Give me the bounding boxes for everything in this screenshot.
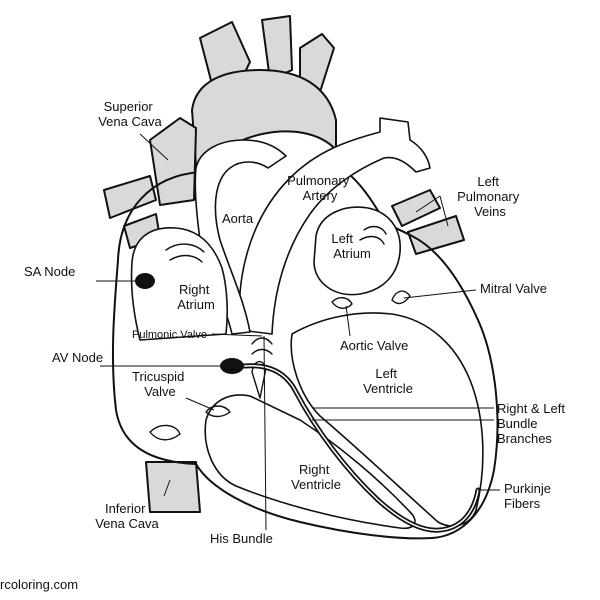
label-aortic-valve: Aortic Valve (340, 338, 408, 353)
superior-vena-cava-vessel (149, 117, 197, 206)
label-superior-vena-cava: Superior Vena Cava (98, 99, 162, 129)
label-left-atrium: Left Atrium (331, 231, 370, 261)
left-pulmonary-veins-vessel (391, 189, 441, 227)
left-ventricle-chamber (290, 312, 484, 527)
label-pulmonic-valve: Pulmonic Valve (132, 329, 207, 341)
label-left-pulmonary-veins: Left Pulmonary Veins (457, 174, 523, 219)
label-right-atrium: Right Atrium (177, 282, 215, 312)
label-av-node: AV Node (52, 350, 103, 365)
label-right-ventricle: Right Ventricle (291, 462, 341, 492)
label-pulmonary-artery: Pulmonary Artery (287, 173, 353, 203)
leader-lines (96, 133, 500, 531)
left-pulmonary-veins-vessel-lower (407, 215, 465, 255)
label-mitral-valve: Mitral Valve (480, 281, 547, 296)
left-atrium-chamber (313, 206, 401, 296)
label-purkinje-fibers: Purkinje Fibers (504, 481, 555, 511)
right-atrium-chamber (130, 227, 228, 341)
label-tricuspid-valve: Tricuspid Valve (132, 369, 188, 399)
inferior-vena-cava-vessel (145, 461, 201, 513)
label-bundle-branches: Right & Left Bundle Branches (497, 401, 569, 446)
av-node-mark (220, 358, 244, 374)
label-left-ventricle: Left Ventricle (363, 366, 413, 396)
conduction-pathway (241, 363, 481, 533)
label-aorta: Aorta (222, 211, 254, 226)
right-pulmonary-vessel (103, 175, 157, 219)
heart-outline (111, 169, 499, 540)
pulmonary-artery-trunk (238, 117, 431, 335)
watermark-text: rcoloring.com (0, 577, 79, 592)
sa-node-mark (135, 273, 155, 289)
label-sa-node: SA Node (24, 264, 75, 279)
label-his-bundle: His Bundle (210, 531, 273, 546)
label-inferior-vena-cava: Inferior Vena Cava (95, 501, 159, 531)
